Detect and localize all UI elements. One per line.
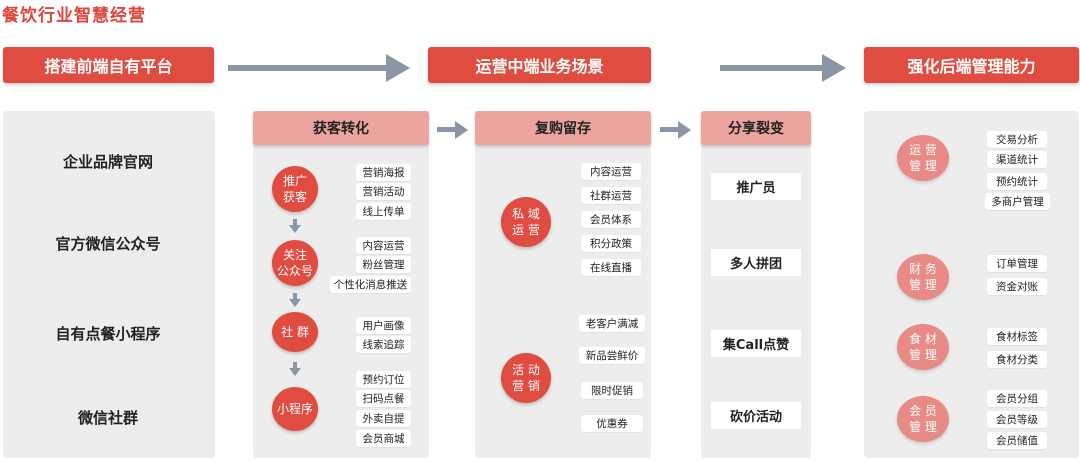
private-domain-circle: 私 域 运 营 (501, 197, 551, 247)
chip-item: 老客户满减 (579, 315, 645, 332)
ingredient-mgmt-circle: 食 材 管 理 (897, 324, 949, 370)
chip-item: 用户画像 (356, 317, 411, 334)
ops-mgmt-label: 运 营 管 理 (909, 143, 937, 173)
activity-marketing-circle: 活 动 营 销 (501, 353, 551, 403)
arrow-right-icon (437, 121, 468, 139)
chip-item: 营销海报 (356, 164, 411, 181)
arrow-right-icon (228, 54, 410, 82)
chip-item: 交易分析 (987, 131, 1047, 148)
chip-item: 渠道统计 (987, 151, 1047, 168)
share-card-collect-likes: 集Call点赞 (711, 330, 801, 357)
chip-item: 会员商城 (356, 430, 411, 447)
community-circle: 社 群 (272, 312, 318, 352)
share-card-group-buy: 多人拼团 (711, 249, 801, 276)
follow-oa-label: 关注 公众号 (276, 248, 313, 278)
chip-item: 社群运营 (581, 187, 641, 204)
chip-item: 内容运营 (356, 237, 411, 254)
chip-item: 限时促销 (581, 382, 643, 399)
share-card-promoter: 推广员 (711, 173, 801, 200)
member-mgmt-label: 会 员 管 理 (909, 404, 937, 434)
follow-oa-circle: 关注 公众号 (272, 240, 318, 286)
chip-item: 预约订位 (356, 371, 411, 388)
share-card-bargain: 砍价活动 (711, 402, 801, 429)
front-platform-panel (3, 111, 215, 458)
arrow-down-icon (289, 362, 301, 376)
ops-mgmt-circle: 运 营 管 理 (897, 135, 949, 181)
promo-acquire-label: 推广 获客 (282, 174, 307, 204)
chip-item: 扫码点餐 (356, 390, 411, 407)
chip-item: 个性化消息推送 (330, 276, 411, 293)
platform-mini-program: 自有点餐小程序 (55, 325, 161, 343)
retention-header: 复购留存 (475, 111, 651, 145)
finance-mgmt-circle: 财 务 管 理 (897, 254, 949, 300)
chip-item: 在线直播 (581, 259, 641, 276)
acquisition-header: 获客转化 (253, 111, 429, 145)
chip-item: 内容运营 (581, 163, 641, 180)
member-mgmt-circle: 会 员 管 理 (897, 396, 949, 442)
activity-marketing-label: 活 动 营 销 (512, 363, 540, 393)
platform-wechat-group: 微信社群 (77, 409, 138, 427)
stage-backend: 强化后端管理能力 (864, 47, 1079, 83)
chip-item: 新品尝鲜价 (579, 347, 645, 364)
chip-item: 营销活动 (356, 183, 411, 200)
finance-mgmt-label: 财 务 管 理 (909, 262, 937, 292)
stage-front: 搭建前端自有平台 (3, 47, 214, 83)
chip-item: 线上传单 (356, 203, 411, 220)
platform-wechat-oa: 官方微信公众号 (55, 235, 161, 253)
chip-item: 积分政策 (581, 235, 641, 252)
community-label: 社 群 (281, 325, 309, 339)
chip-item: 优惠券 (581, 415, 643, 432)
retention-panel (475, 130, 651, 458)
mini-program-circle: 小程序 (272, 387, 318, 431)
chip-item: 会员储值 (987, 432, 1047, 449)
chip-item: 订单管理 (987, 255, 1047, 272)
chip-item: 外卖自提 (356, 410, 411, 427)
arrow-right-icon (720, 54, 846, 82)
private-domain-label: 私 域 运 营 (512, 207, 540, 237)
chip-item: 会员等级 (987, 411, 1047, 428)
promo-acquire-circle: 推广 获客 (272, 166, 318, 212)
arrow-down-icon (289, 293, 301, 307)
sharing-header: 分享裂变 (701, 111, 811, 145)
mini-program-label: 小程序 (276, 402, 313, 416)
chip-item: 粉丝管理 (356, 256, 411, 273)
chip-item: 多商户管理 (985, 193, 1050, 210)
page-title: 餐饮行业智慧经营 (2, 6, 146, 26)
arrow-right-icon (660, 121, 691, 139)
chip-item: 线索追踪 (356, 336, 411, 353)
platform-official-site: 企业品牌官网 (62, 153, 153, 171)
chip-item: 资金对账 (987, 278, 1047, 295)
chip-item: 会员分组 (987, 390, 1047, 407)
chip-item: 食材标签 (987, 328, 1047, 345)
chip-item: 食材分类 (987, 351, 1047, 368)
chip-item: 会员体系 (581, 211, 641, 228)
chip-item: 预约统计 (987, 173, 1047, 190)
arrow-down-icon (289, 219, 301, 233)
stage-middle: 运营中端业务场景 (428, 47, 651, 83)
ingredient-mgmt-label: 食 材 管 理 (909, 332, 937, 362)
